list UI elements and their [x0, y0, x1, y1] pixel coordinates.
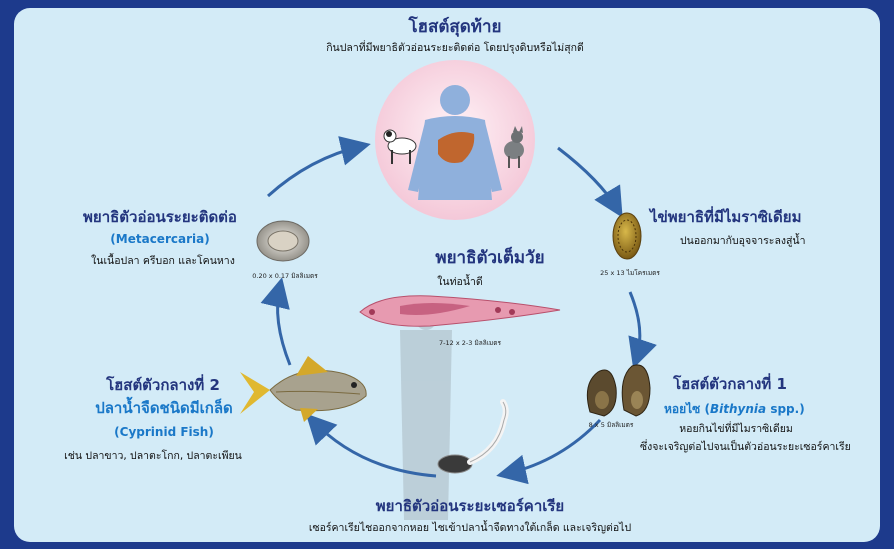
- fish-host-thai: ปลาน้ำจืดชนิดมีเกล็ด: [84, 396, 244, 420]
- fish-host-desc: เช่น ปลาขาว, ปลาตะโกก, ปลาตะเพียน: [48, 447, 258, 464]
- adult-fluke-size: 7-12 x 2-3 มิลลิเมตร: [430, 338, 510, 348]
- egg-desc: ปนออกมากับอุจจาระลงสู่น้ำ: [680, 232, 840, 249]
- fish-host-title: โฮสต์ตัวกลางที่ 2: [78, 373, 248, 397]
- adult-fluke-image: [360, 296, 560, 326]
- cercaria-desc: เซอร์คาเรียไชออกจากหอย ไชเข้าปลาน้ำจืดทา…: [290, 519, 650, 536]
- arrow-egg-to-snail: [630, 292, 640, 360]
- fish-host-english: (Cyprinid Fish): [94, 425, 234, 439]
- snail-host-desc-2: ซึ่งจะเจริญต่อไปจนเป็นตัวอ่อนระยะเซอร์คา…: [640, 438, 850, 455]
- adult-fluke-location: ในท่อน้ำดี: [430, 273, 490, 290]
- egg-size: 25 x 13 ไมโครเมตร: [600, 268, 660, 278]
- metacercaria-size: 0.20 x 0.17 มิลลิเมตร: [250, 271, 320, 281]
- definitive-host-desc: กินปลาที่มีพยาธิตัวอ่อนระยะติดต่อ โดยปรุ…: [300, 39, 610, 56]
- fish-image: [240, 356, 366, 422]
- arrow-host-to-egg: [558, 148, 618, 210]
- snail-host-desc-1: หอยกินไข่ที่มีไมราซิเดียม: [676, 420, 796, 437]
- cercaria-title: พยาธิตัวอ่อนระยะเซอร์คาเรีย: [345, 494, 595, 518]
- definitive-host-title: โฮสต์สุดท้าย: [360, 13, 550, 40]
- metacercaria-name: (Metacercaria): [95, 232, 225, 246]
- arrow-metacercaria-to-host: [268, 146, 362, 196]
- arrow-fish-to-metacercaria: [278, 286, 290, 365]
- metacercaria-image: [257, 221, 309, 261]
- egg-image: [613, 213, 641, 259]
- snail-size: 8 x 5 มิลลิเมตร: [586, 420, 636, 430]
- adult-fluke-title: พยาธิตัวเต็มวัย: [395, 244, 585, 271]
- snail-host-name: หอยไซ (Bithynia spp.): [664, 400, 794, 419]
- metacercaria-desc: ในเนื้อปลา ครีบอก และโคนหาง: [78, 252, 248, 269]
- metacercaria-title: พยาธิตัวอ่อนระยะติดต่อ: [70, 205, 250, 229]
- snail-host-title: โฮสต์ตัวกลางที่ 1: [640, 372, 820, 396]
- egg-title: ไข่พยาธิที่มีไมราซิเดียม: [650, 205, 870, 229]
